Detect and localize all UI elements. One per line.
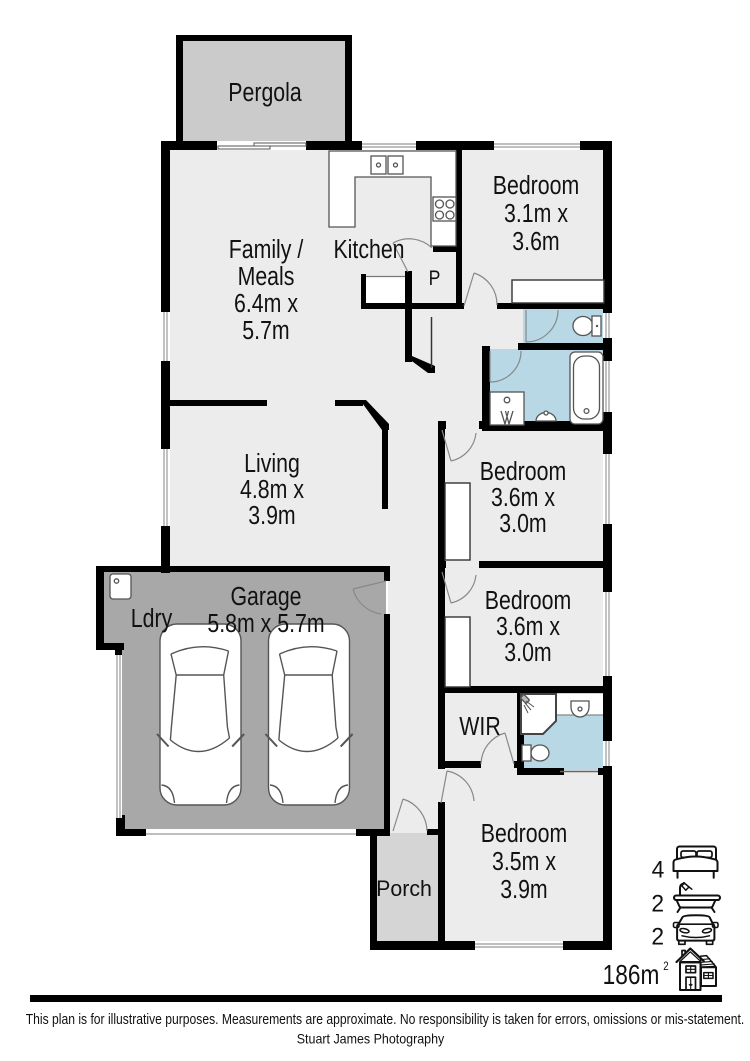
svg-text:Stuart James Photography: Stuart James Photography [297, 1031, 445, 1047]
svg-text:4.8m x: 4.8m x [240, 475, 304, 505]
svg-text:186m: 186m [603, 960, 660, 991]
svg-text:Ldry: Ldry [131, 604, 173, 634]
svg-text:Pergola: Pergola [228, 78, 302, 108]
svg-text:WIR: WIR [459, 712, 500, 742]
svg-text:3.6m: 3.6m [512, 227, 559, 257]
svg-text:Porch: Porch [376, 876, 432, 901]
svg-text:Meals: Meals [238, 262, 295, 292]
svg-text:2: 2 [651, 890, 664, 917]
svg-text:Garage: Garage [230, 582, 301, 612]
svg-text:2: 2 [663, 960, 668, 973]
svg-text:4: 4 [652, 856, 665, 883]
svg-text:3.0m: 3.0m [499, 509, 546, 539]
svg-text:5.8m x 5.7m: 5.8m x 5.7m [207, 609, 324, 639]
svg-text:5.7m: 5.7m [242, 316, 289, 346]
svg-text:2: 2 [651, 923, 664, 950]
svg-text:Kitchen: Kitchen [333, 235, 404, 265]
svg-text:Bedroom: Bedroom [485, 586, 571, 616]
svg-text:Bedroom: Bedroom [481, 819, 567, 849]
svg-text:3.0m: 3.0m [504, 638, 551, 668]
svg-text:3.6m x: 3.6m x [491, 483, 555, 513]
svg-text:6.4m x: 6.4m x [234, 289, 298, 319]
svg-text:3.9m: 3.9m [500, 875, 547, 905]
svg-text:3.5m x: 3.5m x [492, 847, 556, 877]
svg-text:Bedroom: Bedroom [480, 457, 566, 487]
svg-text:This plan is for illustrative: This plan is for illustrative purposes. … [26, 1011, 745, 1027]
svg-text:Living: Living [244, 449, 300, 479]
svg-text:P: P [429, 266, 441, 290]
svg-text:3.1m x: 3.1m x [504, 199, 568, 229]
svg-text:Family /: Family / [229, 235, 304, 265]
svg-text:Bedroom: Bedroom [493, 171, 579, 201]
svg-text:3.6m x: 3.6m x [496, 612, 560, 642]
svg-text:3.9m: 3.9m [248, 501, 295, 531]
